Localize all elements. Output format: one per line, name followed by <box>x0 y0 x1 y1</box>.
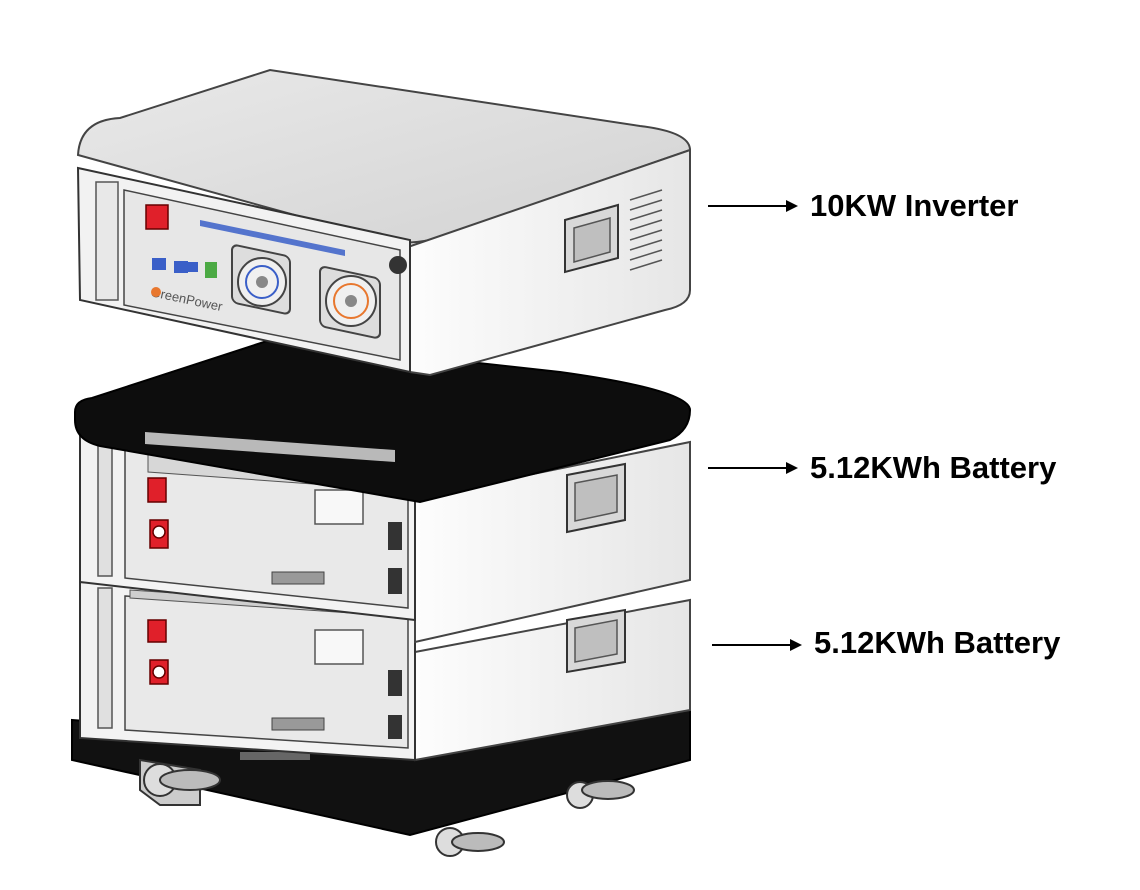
fan-right-icon <box>319 266 381 339</box>
inverter-connector <box>389 256 407 274</box>
inverter-dc-breaker <box>145 204 169 230</box>
arrow-right-icon <box>712 639 802 651</box>
wheel-right <box>566 780 635 809</box>
port-icon <box>152 258 166 270</box>
label-inverter: 10KW Inverter <box>810 188 1019 223</box>
wheel-center <box>435 827 505 857</box>
inverter-unit: GreenPower <box>76 68 692 377</box>
inverter-display-strip <box>200 220 345 256</box>
brand-logo-icon <box>151 287 161 297</box>
port-icon <box>188 262 198 272</box>
cooling-vents <box>629 189 663 271</box>
label-battery-top: 5.12KWh Battery <box>810 450 1057 485</box>
fan-left-icon <box>231 244 291 315</box>
label-battery-bottom: 5.12KWh Battery <box>814 625 1061 660</box>
lid-handle-slot <box>145 432 395 462</box>
wheel-left <box>139 758 221 806</box>
arrow-right-icon <box>708 462 798 474</box>
battery-stack-lid <box>74 338 692 504</box>
port-icon <box>174 261 188 273</box>
port-icon <box>205 262 217 278</box>
arrow-right-icon <box>708 200 798 212</box>
